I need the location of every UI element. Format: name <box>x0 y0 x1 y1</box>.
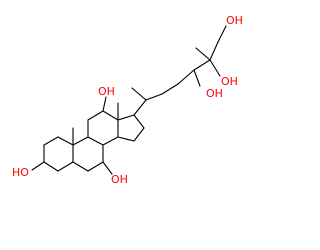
oh-label-c12: OH <box>98 85 115 98</box>
side-chain <box>131 25 227 116</box>
oh-label-c3: HO <box>12 166 29 179</box>
oh-label-c26: OH <box>226 14 243 27</box>
ring-a <box>43 136 74 172</box>
structure-canvas: HO OH OH OH OH OH <box>12 14 243 186</box>
ring-d <box>117 114 145 142</box>
oh-label-c24: OH <box>206 87 223 100</box>
angular-methyls <box>72 102 119 146</box>
ring-b <box>72 136 104 172</box>
ring-c <box>87 110 119 146</box>
oh-label-c25: OH <box>221 75 238 88</box>
ring-hydroxyl-bonds <box>31 96 113 175</box>
molecule-structure: HO OH OH OH OH OH <box>12 14 243 186</box>
oh-label-c7: OH <box>111 173 128 186</box>
